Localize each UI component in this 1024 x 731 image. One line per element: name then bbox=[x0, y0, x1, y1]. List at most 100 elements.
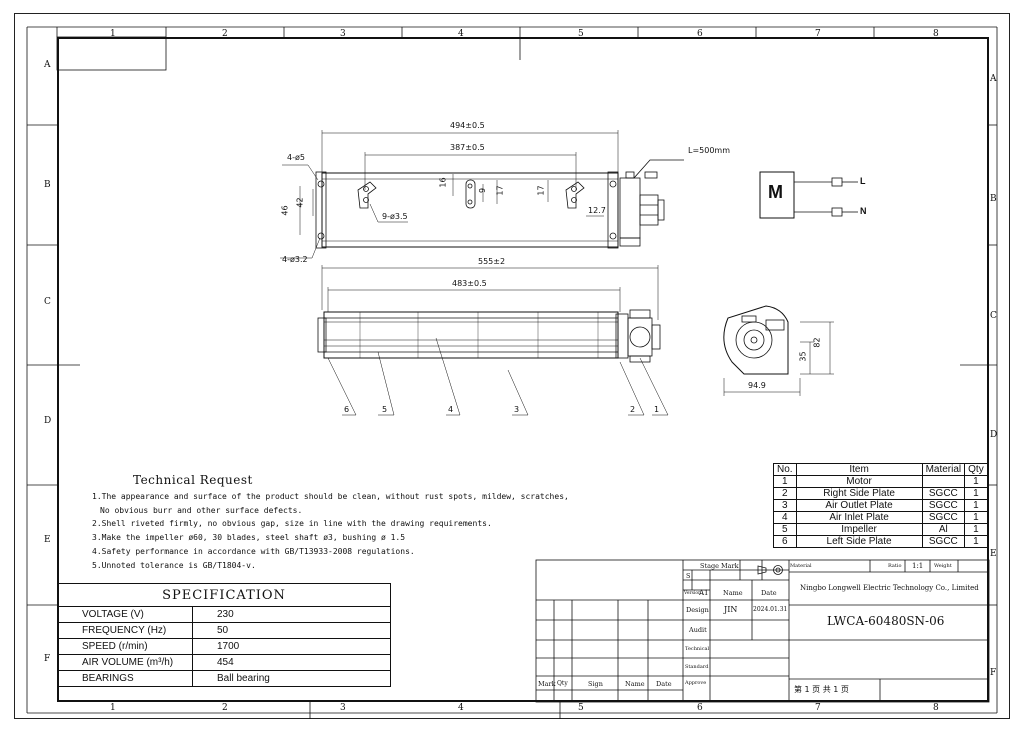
zone-row-label: F bbox=[44, 654, 51, 664]
bom-no: 2 bbox=[773, 487, 797, 500]
spec-row: SPEED (r/min)1700 bbox=[57, 638, 391, 655]
tb-col-date: Date bbox=[656, 680, 672, 688]
zone-row-label: A bbox=[990, 74, 997, 84]
tb-design-label: Design bbox=[686, 606, 709, 614]
tb-weight-label: Weight bbox=[934, 563, 952, 569]
dim-top-overall: 494±0.5 bbox=[450, 121, 485, 130]
balloon-3: 3 bbox=[514, 405, 520, 414]
zone-column-label: 5 bbox=[578, 29, 584, 39]
zone-column-label: 3 bbox=[340, 703, 346, 713]
spec-label: FREQUENCY (Hz) bbox=[57, 622, 193, 639]
bom-qty: 1 bbox=[964, 499, 988, 512]
spec-row: VOLTAGE (V)230 bbox=[57, 606, 391, 623]
spec-row: FREQUENCY (Hz)50 bbox=[57, 622, 391, 639]
bom-material: Al bbox=[921, 523, 966, 536]
dim-top-hole-span: 387±0.5 bbox=[450, 143, 485, 152]
zone-column-label: 5 bbox=[578, 703, 584, 713]
tb-col-qty: Qty bbox=[557, 680, 568, 687]
bom-item: Impeller bbox=[795, 523, 923, 536]
dim-front-inner: 483±0.5 bbox=[452, 279, 487, 288]
bom-item: Air Outlet Plate bbox=[795, 499, 923, 512]
spec-label: SPEED (r/min) bbox=[57, 638, 193, 655]
zone-row-label: B bbox=[990, 194, 997, 204]
dim-front-overall: 555±2 bbox=[478, 257, 506, 266]
dim-lead-length: L=500mm bbox=[688, 146, 731, 155]
spec-value: 454 bbox=[192, 654, 391, 671]
tb-approve-label: Approve bbox=[685, 680, 707, 686]
bom-header-item: Item bbox=[795, 463, 923, 476]
bom-header-qty: Qty bbox=[964, 463, 988, 476]
bom-no: 6 bbox=[773, 535, 797, 548]
technical-request-line: No obvious burr and other surface defect… bbox=[100, 506, 303, 515]
tb-material-label: Material bbox=[790, 563, 812, 569]
technical-request-line: 3.Make the impeller ø60, 30 blades, stee… bbox=[92, 533, 406, 542]
zone-column-label: 3 bbox=[340, 29, 346, 39]
zone-row-label: F bbox=[990, 668, 997, 678]
tb-ratio-label: Ratio bbox=[888, 563, 902, 569]
tb-stage-mark: Stage Mark bbox=[700, 562, 739, 570]
dim-17b: 17 bbox=[536, 185, 546, 196]
bom-item: Left Side Plate bbox=[795, 535, 923, 548]
tb-ratio-value: 1:1 bbox=[912, 562, 924, 570]
zone-column-label: 6 bbox=[697, 703, 703, 713]
technical-request-title: Technical Request bbox=[133, 473, 253, 487]
zone-row-label: D bbox=[990, 430, 998, 440]
tb-date-header: Date bbox=[761, 589, 777, 597]
bom-qty: 1 bbox=[964, 523, 988, 536]
tb-name-header: Name bbox=[723, 589, 743, 597]
dim-side-35: 35 bbox=[798, 351, 808, 362]
dim-16: 16 bbox=[438, 177, 448, 188]
tb-version-label: Version bbox=[684, 591, 702, 596]
zone-column-label: 4 bbox=[458, 703, 464, 713]
bom-header-row: No. Item Material Qty bbox=[773, 463, 988, 476]
bom-qty: 1 bbox=[964, 475, 988, 488]
bom-material: SGCC bbox=[921, 535, 966, 548]
bom-qty: 1 bbox=[964, 487, 988, 500]
tb-col-sign: Sign bbox=[588, 680, 603, 688]
tb-stage-s: S bbox=[686, 572, 691, 580]
dim-9: 9 bbox=[478, 187, 488, 194]
bom-qty: 1 bbox=[964, 511, 988, 524]
tb-standard-label: Standard bbox=[685, 664, 709, 670]
bom-item: Motor bbox=[795, 475, 923, 488]
zone-column-label: 4 bbox=[458, 29, 464, 39]
dim-12-7: 12.7 bbox=[588, 206, 606, 215]
zone-row-label: A bbox=[44, 60, 51, 70]
balloon-5: 5 bbox=[382, 405, 388, 414]
technical-request-line: 2.Shell riveted firmly, no obvious gap, … bbox=[92, 519, 492, 528]
dim-46: 46 bbox=[280, 205, 290, 216]
dim-hole-small: 4-ø5 bbox=[287, 153, 305, 162]
balloon-2: 2 bbox=[630, 405, 636, 414]
zone-column-label: 1 bbox=[110, 29, 116, 39]
zone-column-label: 1 bbox=[110, 703, 116, 713]
zone-row-label: C bbox=[44, 297, 51, 307]
tb-audit-label: Audit bbox=[689, 626, 707, 634]
spec-label: AIR VOLUME (m³/h) bbox=[57, 654, 193, 671]
specification-title: SPECIFICATION bbox=[57, 583, 391, 607]
bom-item: Air Inlet Plate bbox=[795, 511, 923, 524]
spec-label: BEARINGS bbox=[57, 670, 193, 687]
zone-column-label: 8 bbox=[933, 29, 939, 39]
bom-qty: 1 bbox=[964, 535, 988, 548]
tb-sheet: 第 1 页 共 1 页 bbox=[794, 685, 849, 694]
spec-label: VOLTAGE (V) bbox=[57, 606, 193, 623]
spec-row: AIR VOLUME (m³/h)454 bbox=[57, 654, 391, 671]
tb-col-mark: Mark bbox=[538, 680, 556, 688]
zone-column-label: 6 bbox=[697, 29, 703, 39]
tb-version-value: A1 bbox=[699, 589, 709, 597]
spec-value: 50 bbox=[192, 622, 391, 639]
balloon-4: 4 bbox=[448, 405, 454, 414]
outer-frame bbox=[14, 13, 1010, 719]
bom-header-no: No. bbox=[773, 463, 797, 476]
zone-column-label: 7 bbox=[815, 703, 821, 713]
spec-value: Ball bearing bbox=[192, 670, 391, 687]
tb-col-name: Name bbox=[625, 680, 645, 688]
technical-request-line: 5.Unnoted tolerance is GB/T1804-v. bbox=[92, 561, 256, 570]
